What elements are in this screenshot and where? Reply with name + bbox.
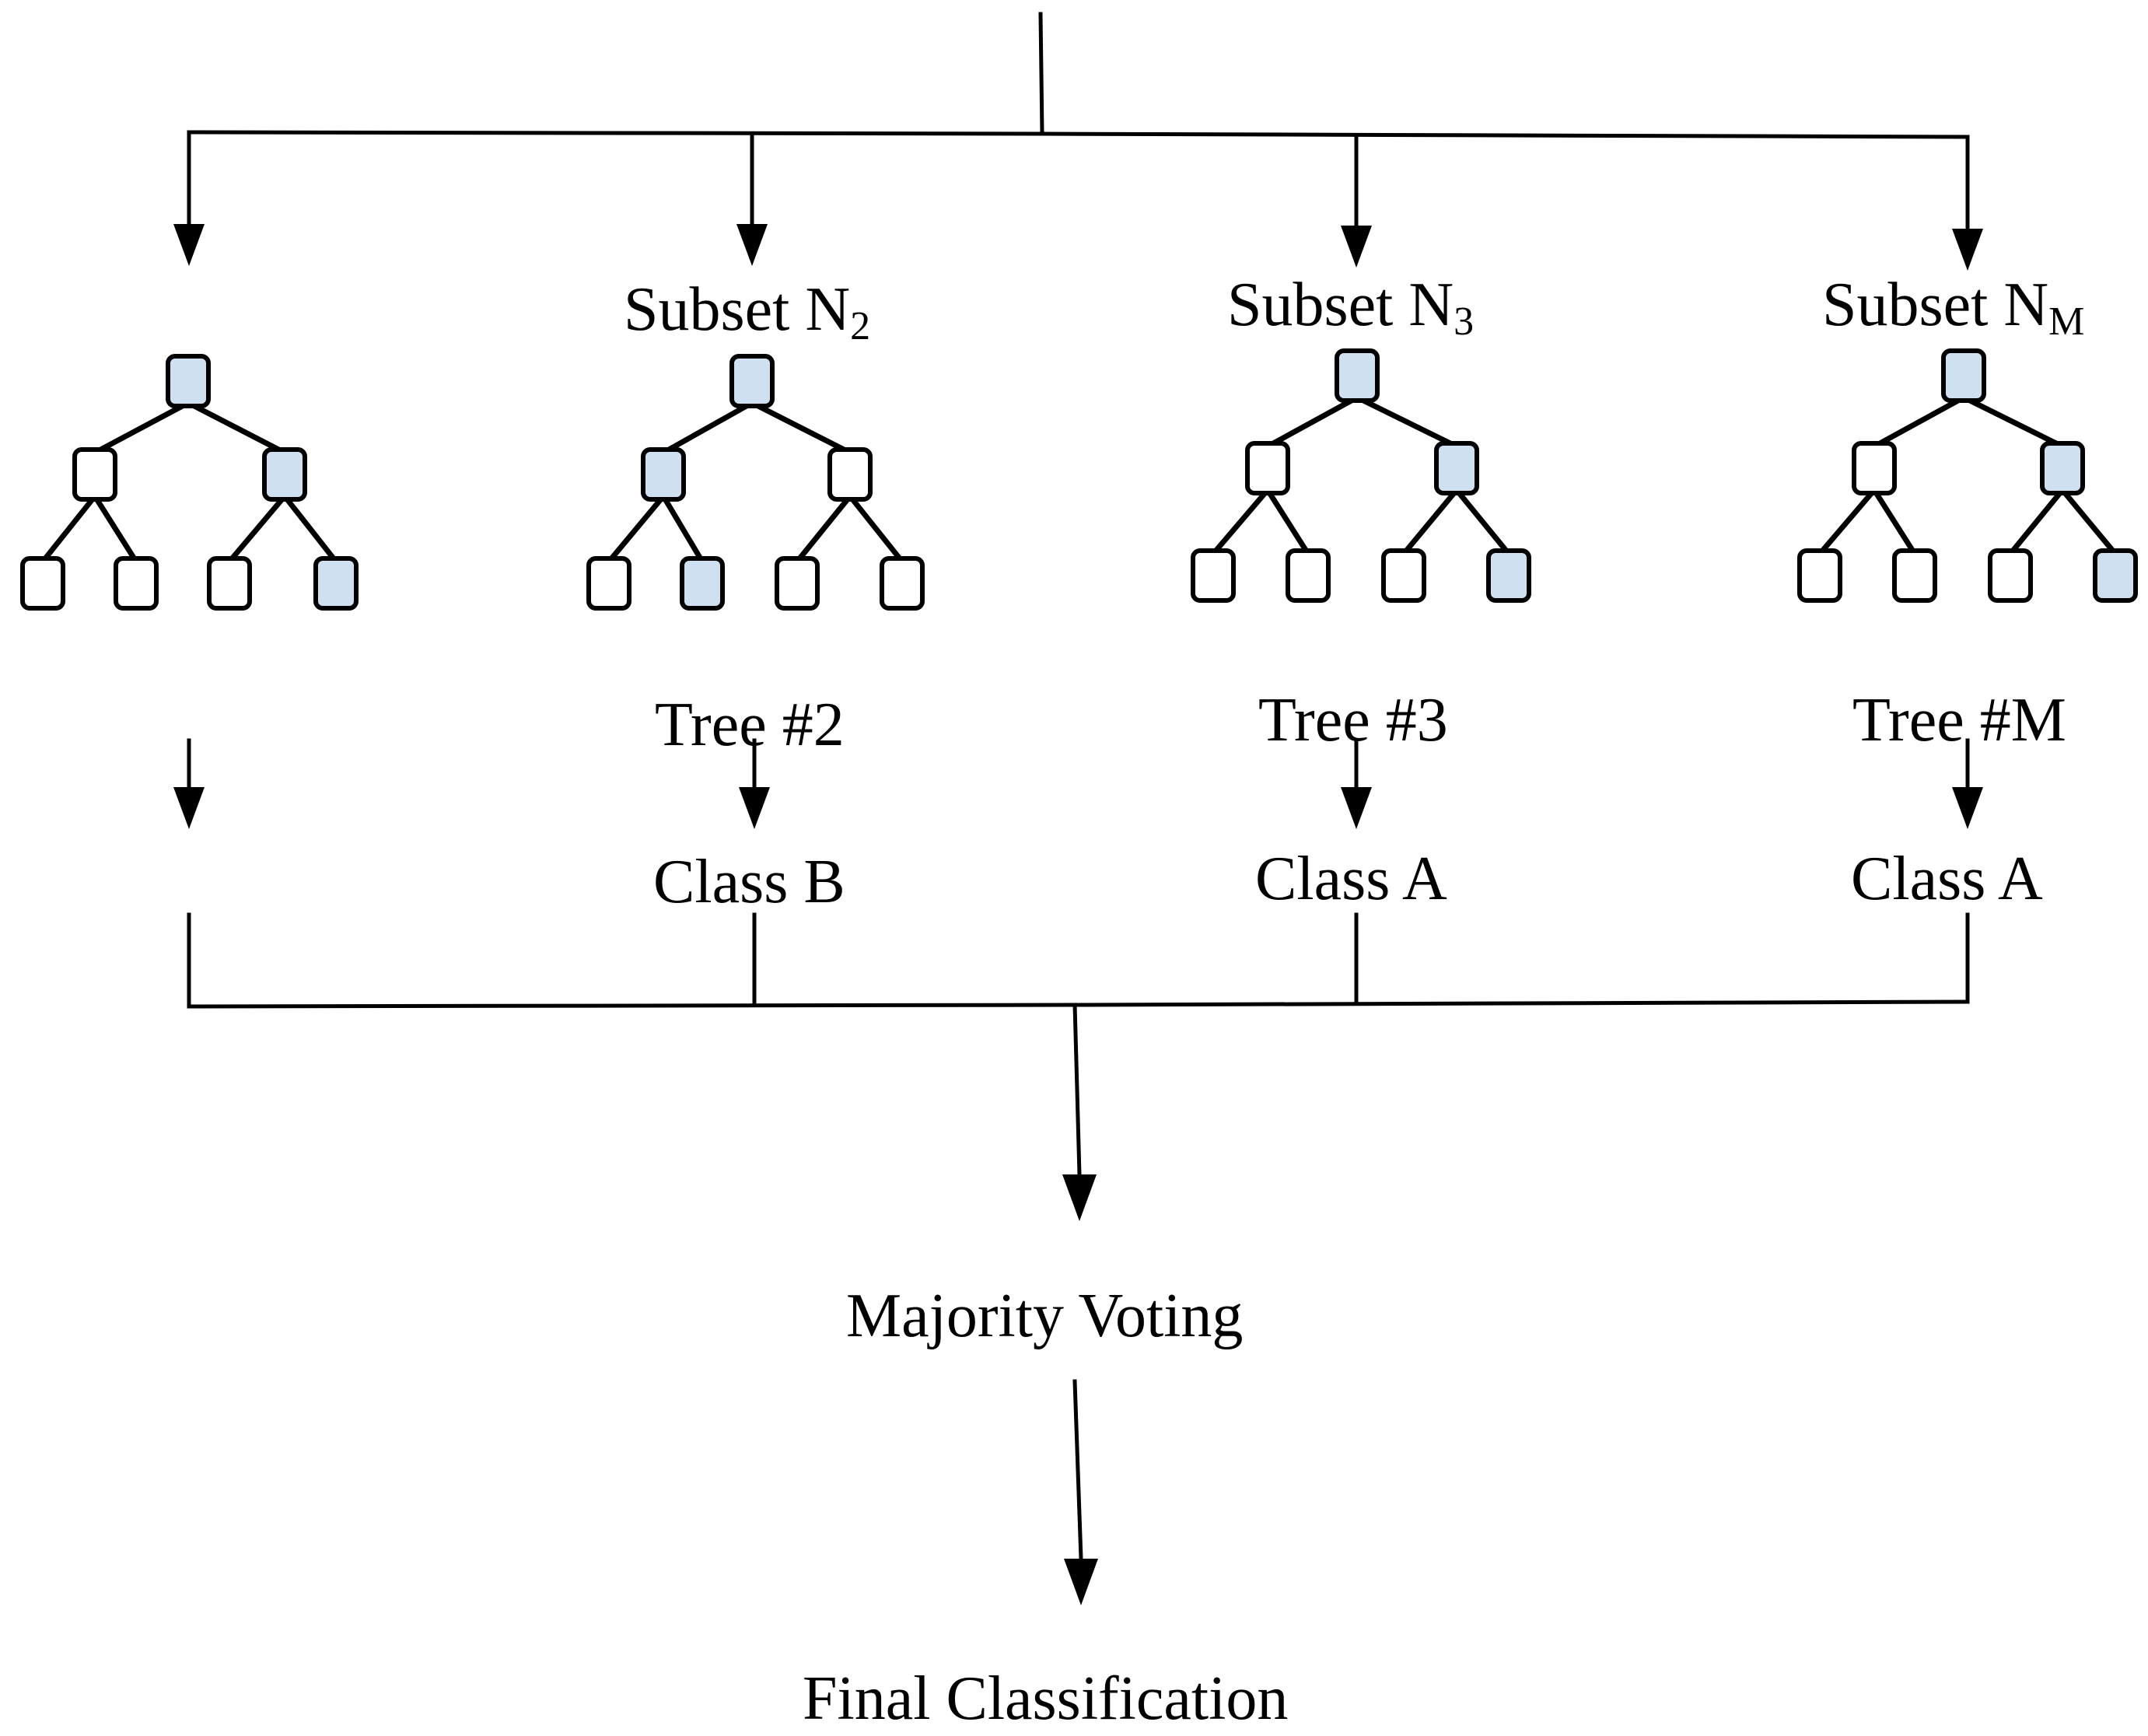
subset-arrow-m: [1952, 135, 1983, 271]
tree-node-right: [1434, 441, 1479, 495]
tree-node-ll: [1191, 548, 1236, 603]
tree-edge: [660, 493, 705, 565]
vote-collector: [187, 912, 1970, 1221]
subset-label-3: Subset N3: [1227, 271, 1474, 344]
tree-4: [1797, 348, 2138, 603]
tree-label-2: Tree #2: [655, 691, 845, 759]
tree-node-right: [262, 447, 307, 502]
tree-edge: [1817, 487, 1877, 557]
tree-node-root: [166, 354, 211, 408]
tree-node-rr: [2093, 548, 2138, 603]
class-label-m: Class A: [1851, 845, 2043, 913]
tree-edge: [92, 400, 191, 456]
tree-1: [20, 354, 359, 611]
arrow-to-final-classification: [1064, 1559, 1098, 1605]
class-arrows: [173, 738, 1983, 829]
tree-edge: [1401, 487, 1460, 557]
tree-edge: [660, 400, 755, 456]
class-label-3: Class A: [1255, 845, 1447, 913]
trees: [20, 348, 2138, 611]
tree-edge: [1265, 487, 1311, 557]
tree-edge: [1961, 394, 2066, 450]
subset-arrows: [173, 130, 1983, 271]
input-connector: [187, 12, 1970, 139]
class-arrow-3: [1341, 738, 1372, 829]
tree-node-rl: [1381, 548, 1426, 603]
tree-node-root: [1941, 348, 1986, 403]
final-classification-label: Final Classification: [803, 1664, 1288, 1733]
tree-node-right: [827, 447, 873, 502]
tree-edge: [847, 493, 905, 565]
tree-node-lr: [1286, 548, 1331, 603]
tree-node-right: [2040, 441, 2085, 495]
class-label-2: Class B: [653, 848, 845, 916]
tree-node-lr: [680, 556, 725, 611]
arrow-to-majority-voting: [1062, 1174, 1097, 1221]
tree-edge: [1210, 487, 1271, 557]
tree-node-left: [641, 447, 686, 502]
tree-node-rr: [313, 556, 359, 611]
tree-edge: [185, 400, 288, 456]
tree-node-ll: [586, 556, 631, 611]
tree-node-rl: [207, 556, 252, 611]
tree-node-rr: [880, 556, 925, 611]
tree-edge: [226, 493, 288, 565]
tree-edge: [1871, 394, 1967, 450]
subset-label-2: Subset N2: [624, 275, 870, 348]
tree-3: [1191, 348, 1531, 603]
tree-node-rl: [775, 556, 820, 611]
subset-arrow-3: [1341, 133, 1372, 268]
tree-node-root: [729, 354, 775, 408]
tree-edge: [40, 493, 98, 565]
tree-edge: [92, 493, 139, 565]
tree-edge: [749, 400, 853, 456]
tree-label-3: Tree #3: [1258, 686, 1448, 754]
tree-edge: [1871, 487, 1918, 557]
tree-edge: [794, 493, 853, 565]
tree-node-rl: [1988, 548, 2033, 603]
tree-node-left: [1852, 441, 1897, 495]
final-connector: [1064, 1379, 1098, 1605]
tree-edge: [606, 493, 666, 565]
subset-label-m: Subset NM: [1822, 271, 2084, 344]
tree-node-root: [1335, 348, 1380, 403]
tree-node-left: [1245, 441, 1290, 495]
class-arrow-m: [1952, 738, 1983, 829]
class-arrow-1: [173, 738, 205, 829]
tree-node-lr: [1892, 548, 1937, 603]
tree-edge: [1265, 394, 1360, 450]
tree-node-lr: [114, 556, 159, 611]
subset-arrow-1: [173, 130, 205, 266]
majority-voting-label: Majority Voting: [846, 1282, 1243, 1350]
tree-edge: [2007, 487, 2066, 557]
class-arrow-2: [739, 738, 770, 829]
tree-node-left: [72, 447, 117, 502]
tree-node-ll: [20, 556, 65, 611]
tree-edge: [1454, 487, 1512, 557]
tree-edge: [1354, 394, 1460, 450]
tree-node-rr: [1486, 548, 1531, 603]
tree-2: [586, 354, 925, 611]
tree-node-ll: [1797, 548, 1842, 603]
tree-edge: [2059, 487, 2118, 557]
tree-label-m: Tree #M: [1852, 686, 2066, 754]
subset-arrow-2: [736, 131, 768, 266]
tree-edge: [282, 493, 339, 565]
